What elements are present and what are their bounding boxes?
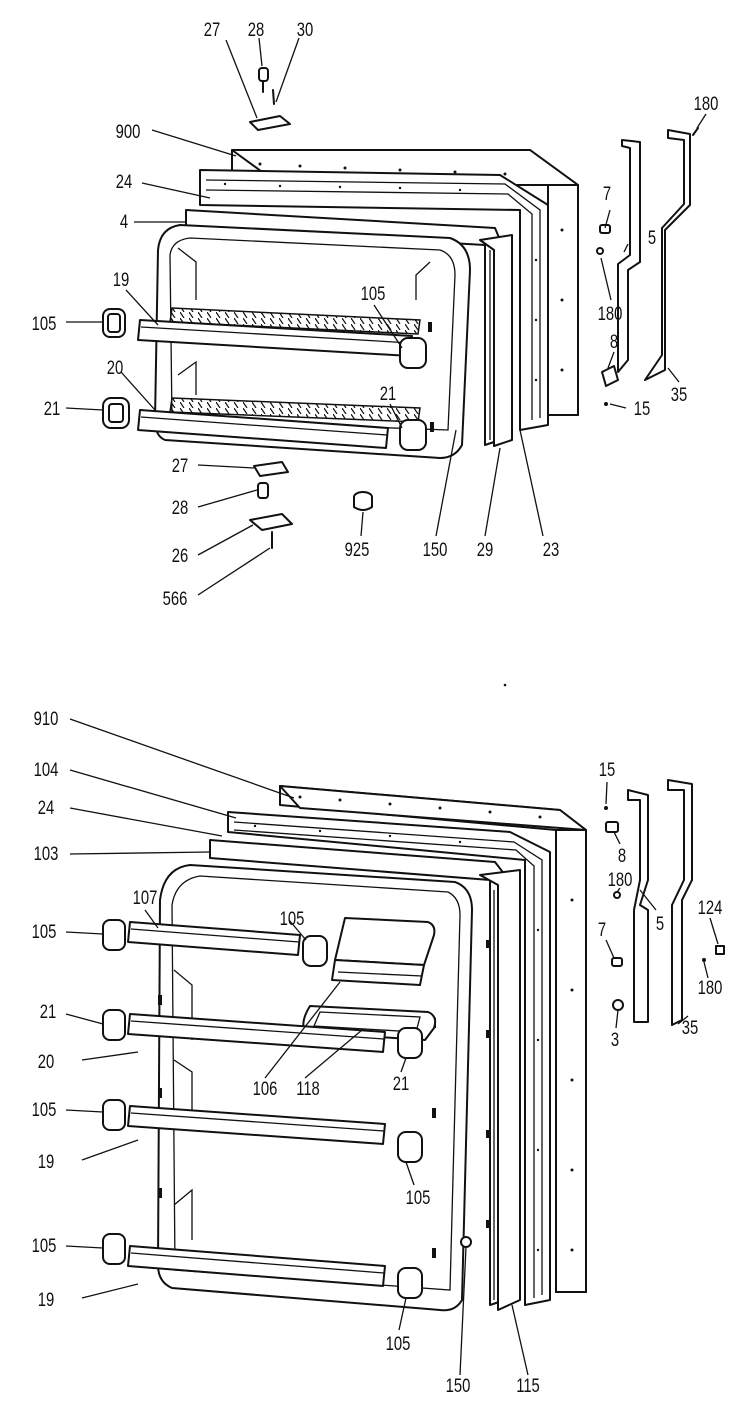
callout-bot-5: 5 [656, 913, 664, 934]
callout-top-925: 925 [345, 539, 370, 560]
callout-bot-107: 107 [133, 887, 158, 908]
callout-bot-124: 124 [698, 897, 723, 918]
callout-top-20: 20 [107, 357, 123, 378]
freezer-door-assembly [102, 67, 699, 549]
callout-bot-910: 910 [34, 708, 59, 729]
callout-bot-104: 104 [34, 759, 59, 780]
callout-bot-105-d: 105 [32, 1235, 57, 1256]
callout-top-5: 5 [648, 227, 656, 248]
top-hinge [249, 67, 291, 131]
callout-bot-105-f: 105 [386, 1333, 411, 1354]
callout-bot-105-e: 105 [406, 1187, 431, 1208]
bottom-callout-labels: 910 104 24 103 107 105 105 21 20 105 19 … [32, 708, 723, 1396]
callout-top-4: 4 [120, 211, 128, 232]
callout-bot-19-b: 19 [38, 1289, 54, 1310]
stop-plug [353, 491, 373, 511]
callout-top-27: 27 [204, 19, 220, 40]
door-gasket-lower [227, 811, 551, 1306]
callout-top-21-right: 21 [380, 383, 396, 404]
callout-top-23: 23 [543, 539, 559, 560]
callout-top-27-lower: 27 [172, 455, 188, 476]
callout-bot-15: 15 [599, 759, 615, 780]
callout-bot-105-c: 105 [32, 1099, 57, 1120]
callout-bot-106: 106 [253, 1078, 278, 1099]
callout-bot-3: 3 [611, 1029, 619, 1050]
callout-top-7: 7 [603, 183, 611, 204]
callout-bot-115: 115 [516, 1375, 540, 1396]
door-shelf-caps [102, 919, 423, 1299]
callout-top-180-mid: 180 [598, 303, 623, 324]
callout-bot-150: 150 [446, 1375, 471, 1396]
callout-bot-180-a: 180 [608, 869, 633, 890]
lower-shelf-bar [137, 397, 421, 449]
door-stop-screw [460, 1236, 472, 1248]
callout-bot-8: 8 [618, 845, 626, 866]
callout-top-21-left: 21 [44, 398, 60, 419]
door-shelf-bars [127, 921, 386, 1287]
callout-bot-35: 35 [682, 1017, 698, 1038]
callout-bot-103: 103 [34, 843, 59, 864]
callout-bot-21-left: 21 [40, 1001, 56, 1022]
top-leader-lines [65, 37, 707, 596]
callout-bot-7: 7 [598, 919, 606, 940]
outer-door-panel-lower [279, 785, 587, 1293]
callout-bot-180-b: 180 [698, 977, 723, 998]
callout-top-26: 26 [172, 545, 188, 566]
callout-top-28: 28 [248, 19, 264, 40]
loose-shelf-caps [102, 308, 130, 429]
dairy-compartment [302, 917, 437, 1041]
callout-top-30: 30 [297, 19, 313, 40]
callout-top-105-left: 105 [32, 313, 57, 334]
callout-bot-105-b: 105 [280, 908, 305, 929]
callout-top-28-lower: 28 [172, 497, 188, 518]
callout-bot-21-right: 21 [393, 1073, 409, 1094]
upper-shelf-bar [137, 307, 421, 357]
bottom-hinge [249, 461, 293, 549]
callout-bot-24: 24 [38, 797, 54, 818]
top-callout-labels: 27 28 30 900 24 4 19 105 20 21 105 21 27… [32, 19, 719, 609]
callout-top-15: 15 [634, 398, 650, 419]
callout-top-24: 24 [116, 171, 132, 192]
callout-top-8: 8 [610, 331, 618, 352]
callout-top-900: 900 [116, 121, 141, 142]
breaker-strips-lower [209, 839, 521, 1311]
callout-top-35: 35 [671, 384, 687, 405]
callout-top-566: 566 [163, 588, 188, 609]
callout-bot-118: 118 [296, 1078, 320, 1099]
shelf-end-caps [399, 337, 427, 451]
callout-top-180-top: 180 [694, 93, 719, 114]
door-handle-lower [604, 779, 725, 1026]
fresh-food-door-assembly [102, 779, 725, 1312]
callout-top-19: 19 [113, 269, 129, 290]
callout-bot-20: 20 [38, 1051, 54, 1072]
callout-bot-105-a: 105 [32, 921, 57, 942]
bottom-leader-lines [65, 718, 719, 1376]
door-handle [596, 127, 699, 406]
callout-top-29: 29 [477, 539, 493, 560]
callout-top-150: 150 [423, 539, 448, 560]
callout-bot-19-a: 19 [38, 1151, 54, 1172]
callout-top-105-right: 105 [361, 283, 386, 304]
door-gasket [199, 169, 549, 431]
speck [503, 683, 507, 687]
